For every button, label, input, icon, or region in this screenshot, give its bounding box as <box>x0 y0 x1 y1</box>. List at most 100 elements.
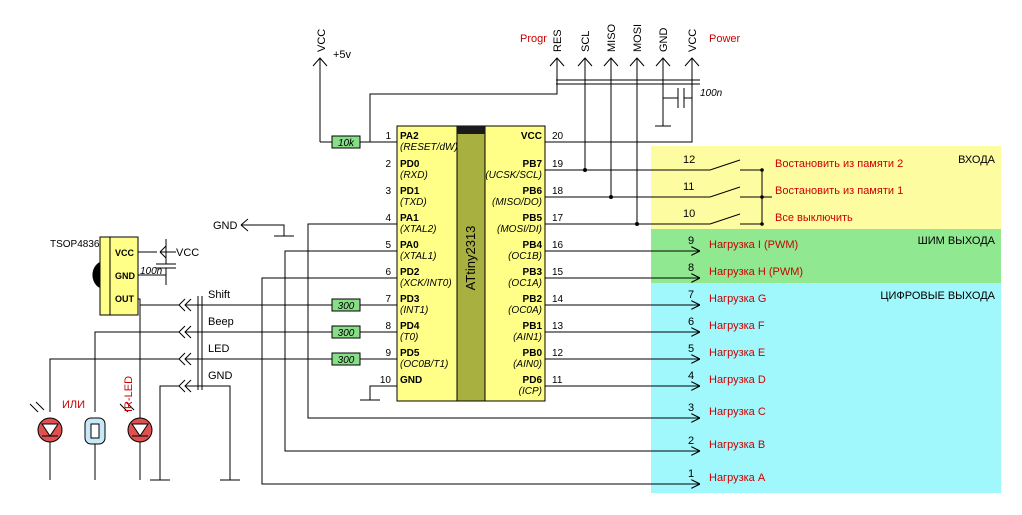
chip-pin-alt-left: (TXD) <box>400 197 427 208</box>
led-label: LED <box>208 343 229 355</box>
header-label: RES <box>552 29 564 52</box>
load-label: Нагрузка F <box>709 320 765 332</box>
button-label: Востановить из памяти 1 <box>775 185 903 197</box>
header-label: SCL <box>580 31 592 52</box>
load-number: 6 <box>688 316 694 328</box>
load-number: 1 <box>688 468 694 480</box>
load-label: Нагрузка A <box>709 472 766 484</box>
chip-pin-num-right: 16 <box>552 240 564 251</box>
ili-label: ИЛИ <box>62 399 85 411</box>
resistor-beep <box>331 325 361 339</box>
chip-pin-name-left: PD4 <box>400 321 420 332</box>
inputs-zone <box>651 146 1001 229</box>
load-label: Нагрузка I (PWM) <box>709 239 798 251</box>
chip-pin-alt-left: (T0) <box>400 332 418 343</box>
chip-pin-name-right: PB2 <box>523 294 543 305</box>
load-number: 8 <box>688 262 694 274</box>
chip-pin-name-left: PD3 <box>400 294 420 305</box>
tsop-vcc-label: VCC <box>176 247 199 259</box>
chip-pin-num-left: 4 <box>385 213 391 224</box>
progr-label: Progr <box>520 33 547 45</box>
load-number: 7 <box>688 289 694 301</box>
resistor-shift <box>331 298 361 312</box>
chip-pin-name-left: PD2 <box>400 267 420 278</box>
gnd-bottom-label: GND <box>208 370 233 382</box>
button-number: 11 <box>683 181 694 193</box>
chip-pin-name-right: PB7 <box>523 159 543 170</box>
tsop-cap-label: 100n <box>140 266 163 277</box>
digital-zone <box>651 283 1001 493</box>
pwm-zone <box>651 229 1001 283</box>
header-label: VCC <box>687 29 699 52</box>
chip-pin-name-right: PB4 <box>523 240 543 251</box>
shift-label: Shift <box>208 289 230 301</box>
chip-pin-name-right: PB1 <box>523 321 543 332</box>
load-label: Нагрузка D <box>709 374 766 386</box>
tsop-pin-vcc: VCC <box>115 248 135 258</box>
chip-pin-num-left: 9 <box>385 348 391 359</box>
plus5-label: +5v <box>333 49 352 61</box>
inputs-zone-title: ВХОДА <box>958 154 996 166</box>
chip-pin-alt-right: (ICP) <box>519 386 542 397</box>
load-number: 3 <box>688 402 694 414</box>
chip-center <box>456 125 486 402</box>
cap-top-label: 100n <box>700 88 723 99</box>
chip-pin-num-right: 19 <box>552 159 564 170</box>
chip-pin-num-right: 13 <box>552 321 564 332</box>
tsop-pin-gnd: GND <box>115 271 136 281</box>
chip-pin-num-left: 7 <box>385 294 391 305</box>
chip-pin-num-right: 20 <box>552 131 564 142</box>
button-number: 12 <box>683 154 695 166</box>
chip-pin-alt-right: (AIN0) <box>513 359 542 370</box>
chip-pin-name-left: GND <box>400 375 422 386</box>
button-label: Все выключить <box>775 212 853 224</box>
chip-pin-num-right: 17 <box>552 213 564 224</box>
chip-pin-alt-right: (OC1A) <box>508 278 542 289</box>
chip-pin-alt-right: (AIN1) <box>513 332 542 343</box>
input-buttons: 12 Востановить из памяти 2 11 Востановить и… <box>545 154 903 226</box>
resistor-led <box>331 352 361 366</box>
load-label: Нагрузка H (PWM) <box>709 266 803 278</box>
resistor-led-label: 300 <box>338 355 355 366</box>
digital-zone-title: ЦИФРОВЫЕ ВЫХОДА <box>880 290 995 302</box>
chip-pin-num-right: 18 <box>552 186 564 197</box>
load-number: 5 <box>688 343 694 355</box>
chip-pin-alt-left: (XTAL1) <box>400 251 437 262</box>
chip-pin-name-left: PD1 <box>400 186 420 197</box>
load-label: Нагрузка E <box>709 347 765 359</box>
chip-pin-name-right: PB6 <box>523 186 543 197</box>
pwm-zone-title: ШИМ ВЫХОДА <box>918 235 996 247</box>
beep-label: Beep <box>208 316 234 328</box>
chip-pin-alt-right: (OC0A) <box>508 305 542 316</box>
chip-pin-name-right: PB0 <box>523 348 543 359</box>
chip-pin-alt-right: (OC1B) <box>508 251 542 262</box>
vcc-top-label: VCC <box>316 29 328 52</box>
button-label: Востановить из памяти 2 <box>775 158 903 170</box>
buzzer-component <box>84 417 106 480</box>
chip-pin-num-left: 10 <box>380 375 392 386</box>
chip-pin-num-right: 12 <box>552 348 564 359</box>
tsop-sensor: VCC GND OUT <box>92 236 139 316</box>
tsop-pin-out: OUT <box>115 294 135 304</box>
load-label: Нагрузка C <box>709 406 766 418</box>
load-label: Нагрузка G <box>709 293 766 305</box>
chip-pin-num-left: 3 <box>385 186 391 197</box>
chip-pin-name-left: PA0 <box>400 240 419 251</box>
chip-pin-num-left: 8 <box>385 321 391 332</box>
chip-pin-alt-left: (OC0B/T1) <box>400 359 448 370</box>
power-label: Power <box>709 33 741 45</box>
resistor-beep-label: 300 <box>338 328 355 339</box>
led-component <box>29 401 63 480</box>
chip-pin-alt-left: (XTAL2) <box>400 224 437 235</box>
chip-pin-alt-left: (RXD) <box>400 170 428 181</box>
resistor-reset <box>331 135 361 149</box>
chip-pin-num-left: 5 <box>385 240 391 251</box>
load-number: 2 <box>688 435 694 447</box>
ir-led-component <box>119 401 153 480</box>
chip-pins-right: 20VCC19PB7(UCSK/SCL)18PB6(MISO/DO)17PB5(… <box>485 131 563 397</box>
chip-pin-name-left: PA1 <box>400 213 419 224</box>
